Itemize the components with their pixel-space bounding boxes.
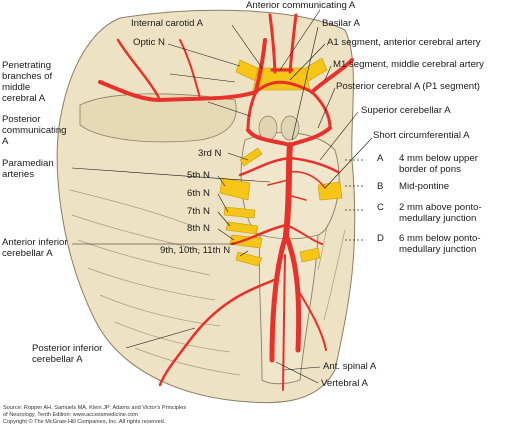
label-basilar: Basilar A	[322, 18, 360, 29]
source-line-1: Source: Ropper AH, Samuels MA, Klein JP:…	[3, 405, 187, 411]
level-b-text: Mid-pontine	[399, 181, 450, 192]
level-a-letter: A	[377, 153, 384, 164]
internal-carotid-artery	[254, 38, 267, 94]
level-c-letter: C	[377, 202, 384, 213]
level-a-text: 4 mm below upper border of pons	[399, 153, 478, 175]
mammillary-body	[258, 115, 278, 141]
mca-branch	[179, 39, 201, 99]
cranial-nerves	[219, 57, 343, 267]
anterior-cerebral-a1	[254, 80, 314, 94]
label-7th-n: 7th N	[187, 206, 210, 217]
vertebral-artery	[283, 232, 302, 353]
label-posterior-communicating: Posterior communicating A	[2, 114, 67, 147]
label-8th-n: 8th N	[187, 223, 210, 234]
label-vertebral: Vertebral A	[321, 378, 368, 389]
label-anterior-communicating: Anterior communicating A	[246, 0, 356, 11]
label-a1-segment: A1 segment, anterior cerebral artery	[327, 37, 481, 48]
label-ant-spinal: Ant. spinal A	[323, 361, 377, 372]
level-d-letter: D	[377, 233, 384, 244]
arteries	[98, 13, 354, 391]
temporal-lobe	[79, 93, 237, 143]
mammillary-body	[280, 115, 300, 141]
label-penetrating-branches: Penetrating branches of middle cerebral …	[2, 60, 53, 104]
anterior-cerebral-artery	[268, 13, 277, 74]
level-d-text: 6 mm below ponto- medullary junction	[399, 233, 481, 255]
level-c-text: 2 mm above ponto- medullary junction	[399, 202, 482, 224]
anterior-inferior-cerebellar-artery	[230, 223, 288, 246]
leader-lines	[71, 9, 373, 384]
label-superior-cerebellar: Superior cerebellar A	[361, 105, 451, 116]
posterior-inferior-cerebellar-artery	[158, 278, 276, 387]
label-lower-cranial-n: 9th, 10th, 11th N	[160, 245, 231, 256]
oculomotor-nerve	[239, 147, 263, 167]
label-m1-segment: M1 segment, middle cerebral artery	[333, 59, 484, 70]
label-paramedian: Paramedian arteries	[2, 158, 54, 180]
posterior-cerebral-artery	[288, 126, 332, 147]
posterior-inferior-cerebellar-artery	[297, 289, 327, 351]
label-short-circumferential: Short circumferential A	[373, 130, 470, 141]
paramedian-branch	[287, 194, 307, 201]
anterior-cerebral-artery	[288, 13, 298, 74]
abducens-nerve	[223, 206, 256, 219]
level-markers	[345, 159, 365, 241]
label-6th-n: 6th N	[187, 188, 210, 199]
superior-cerebellar-artery	[288, 156, 340, 174]
level-b-letter: B	[377, 181, 384, 192]
circumferential-branch	[288, 170, 326, 189]
anterior-spinal-artery	[282, 254, 286, 391]
anterior-inferior-cerebellar-artery	[285, 224, 323, 245]
posterior-cerebral-artery	[246, 128, 292, 147]
copyright-line: Copyright © The McGraw-Hill Companies, I…	[3, 419, 166, 425]
label-3rd-n: 3rd N	[198, 148, 222, 159]
vertebral-artery	[269, 232, 289, 363]
posterior-communicating-artery	[310, 90, 332, 130]
mca-branch	[116, 38, 162, 102]
superior-cerebellar-artery	[238, 156, 292, 177]
lower-cranial-nerves	[299, 247, 321, 263]
facial-nerve	[225, 221, 259, 235]
lower-cranial-nerves	[235, 251, 263, 267]
source-line-2: of Neurology, Tenth Edition: www.accessm…	[3, 412, 139, 418]
label-internal-carotid: Internal carotid A	[131, 18, 203, 29]
label-5th-n: 5th N	[187, 170, 210, 181]
label-aica: Anterior inferior cerebellar A	[2, 237, 68, 259]
middle-cerebral-artery	[310, 58, 354, 94]
paramedian-branch	[267, 179, 289, 186]
label-optic-n: Optic N	[133, 37, 165, 48]
trigeminal-nerve	[219, 177, 251, 201]
label-posterior-cerebral-p1: Posterior cerebral A (P1 segment)	[336, 81, 480, 92]
label-pica: Posterior inferior cerebellar A	[32, 343, 103, 365]
